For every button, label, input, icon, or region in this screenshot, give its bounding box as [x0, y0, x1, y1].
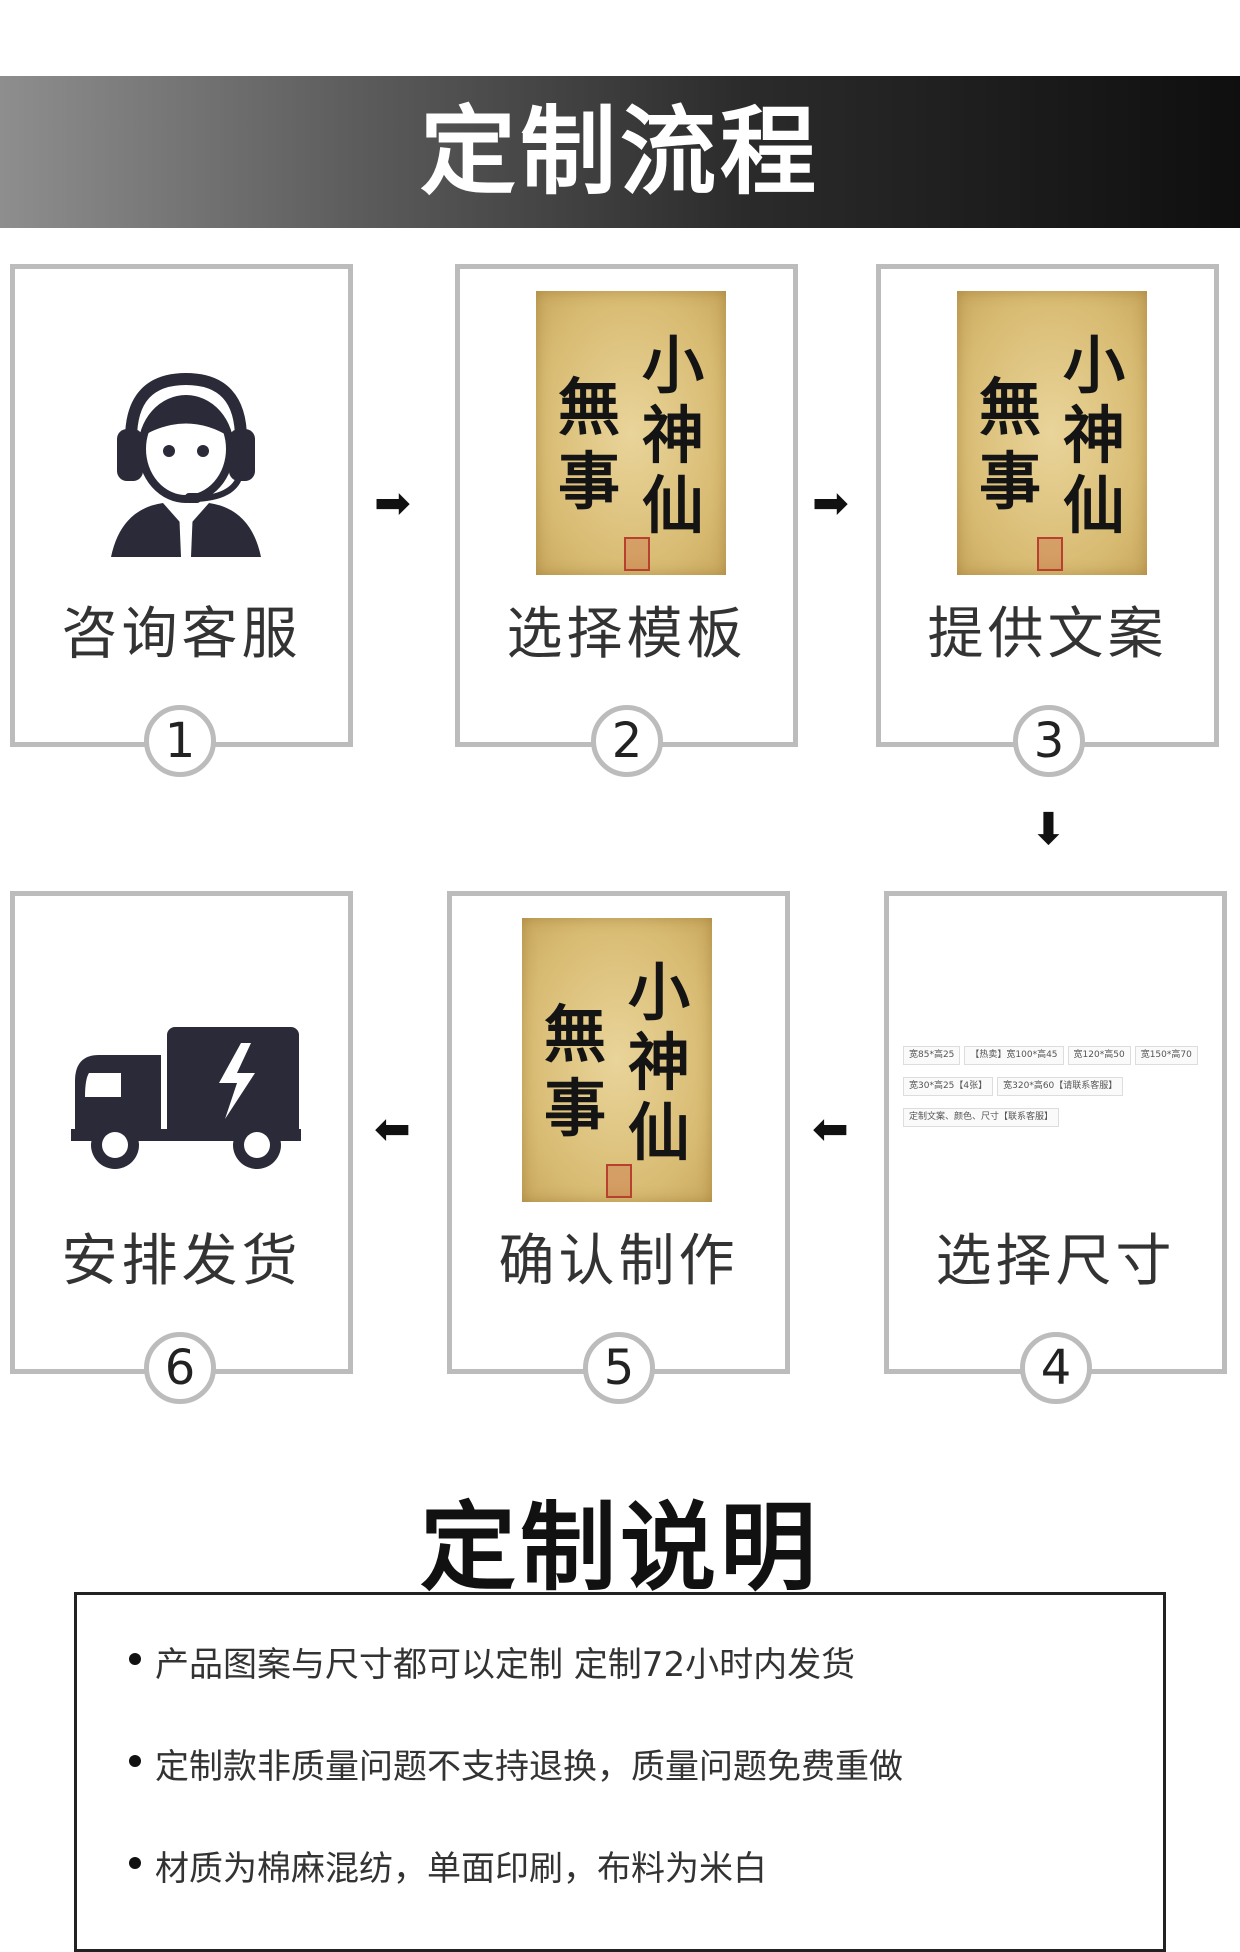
size-option: 宽150*高70: [1134, 1046, 1198, 1065]
step-card-3: 小神仙 無事 提供文案: [876, 264, 1219, 747]
seal-stamp: [624, 537, 650, 571]
template-scroll-image: 小神仙 無事: [536, 291, 726, 575]
calligraphy-right: 小神仙: [642, 329, 705, 542]
customer-service-headset-icon: [111, 372, 261, 557]
step-label: 安排发货: [61, 1229, 302, 1294]
calligraphy-left: 無事: [558, 371, 621, 518]
step-number-badge: 1: [144, 705, 216, 777]
seal-stamp: [1037, 537, 1063, 571]
step-label: 选择模板: [506, 602, 747, 667]
step-label: 咨询客服: [61, 602, 302, 667]
size-option: 【热卖】宽100*高45: [964, 1046, 1064, 1065]
step-card-4: 宽85*高25 【热卖】宽100*高45 宽120*高50 宽150*高70 宽…: [884, 891, 1227, 1374]
arrow-left-icon: ⬅: [374, 1104, 411, 1155]
step-number-badge: 2: [591, 705, 663, 777]
step-number-badge: 6: [144, 1332, 216, 1404]
step-card-1: 咨询客服: [10, 264, 353, 747]
step-number-badge: 3: [1013, 705, 1085, 777]
step-card-5: 小神仙 無事 确认制作: [447, 891, 790, 1374]
arrow-left-icon: ⬅: [812, 1104, 849, 1155]
step-label: 提供文案: [927, 602, 1168, 667]
size-option: 宽320*高60【请联系客服】: [997, 1077, 1124, 1096]
arrow-right-icon: ➡: [374, 478, 411, 529]
seal-stamp: [606, 1164, 632, 1198]
size-row: 定制文案、颜色、尺寸【联系客服】: [903, 1108, 1221, 1127]
notes-title: 定制说明: [420, 1492, 820, 1604]
note-item: 产品图案与尺寸都可以定制 定制72小时内发货: [128, 1637, 855, 1686]
calligraphy-right: 小神仙: [1063, 329, 1126, 542]
size-option: 宽120*高50: [1067, 1046, 1131, 1065]
size-option: 定制文案、颜色、尺寸【联系客服】: [903, 1108, 1060, 1127]
step-number-badge: 5: [583, 1332, 655, 1404]
calligraphy-right: 小神仙: [628, 956, 691, 1169]
template-scroll-image: 小神仙 無事: [957, 291, 1147, 575]
size-row: 宽30*高25【4张】 宽320*高60【请联系客服】: [903, 1077, 1221, 1096]
step-label: 选择尺寸: [935, 1229, 1176, 1294]
step-card-6: 安排发货: [10, 891, 353, 1374]
size-table-thumbnail: 宽85*高25 【热卖】宽100*高45 宽120*高50 宽150*高70 宽…: [903, 1046, 1221, 1139]
step-card-2: 小神仙 無事 选择模板: [455, 264, 798, 747]
note-item: 定制款非质量问题不支持退换，质量问题免费重做: [129, 1739, 903, 1788]
delivery-truck-icon: [71, 1027, 301, 1169]
template-scroll-image: 小神仙 無事: [522, 918, 712, 1202]
step-number-badge: 4: [1020, 1332, 1092, 1404]
process-title: 定制流程: [420, 96, 820, 208]
arrow-down-icon: ⬇: [1030, 804, 1067, 855]
notes-box: 产品图案与尺寸都可以定制 定制72小时内发货 定制款非质量问题不支持退换，质量问…: [74, 1592, 1166, 1952]
process-header-band: 定制流程: [0, 76, 1240, 228]
size-row: 宽85*高25 【热卖】宽100*高45 宽120*高50 宽150*高70: [903, 1046, 1221, 1065]
calligraphy-left: 無事: [979, 371, 1042, 518]
size-option: 宽30*高25【4张】: [903, 1077, 994, 1096]
size-option: 宽85*高25: [903, 1046, 961, 1065]
step-label: 确认制作: [498, 1229, 739, 1294]
arrow-right-icon: ➡: [812, 478, 849, 529]
calligraphy-left: 無事: [544, 998, 607, 1145]
note-item: 材质为棉麻混纺，单面印刷，布料为米白: [129, 1841, 767, 1890]
